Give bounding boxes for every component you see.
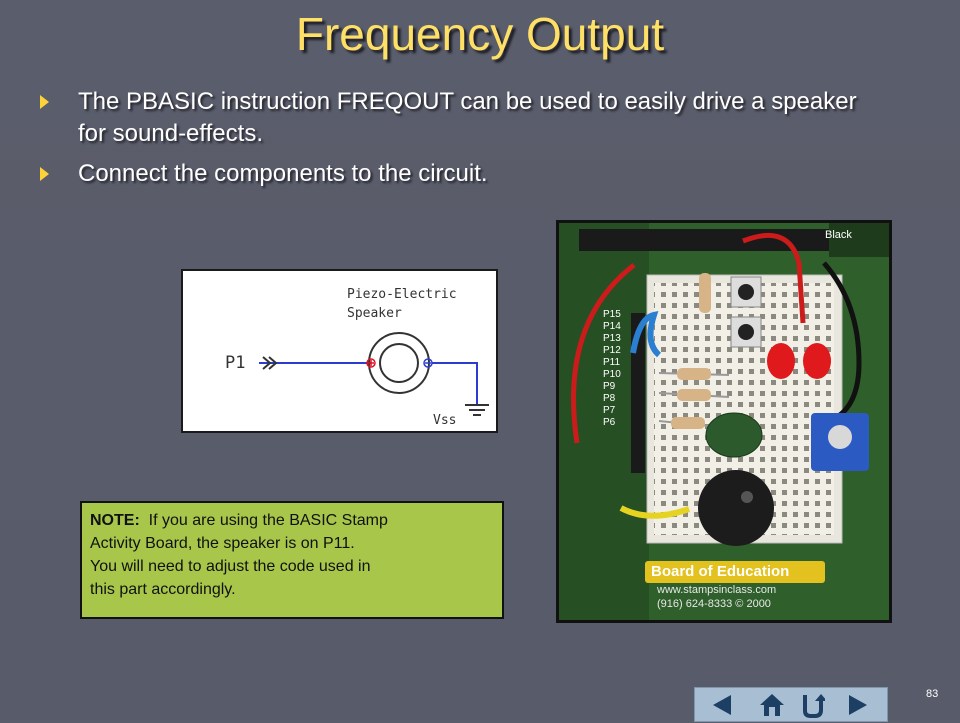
speaker-schematic: Piezo-Electric Speaker P1 Vss [181,269,498,433]
pin-label: P6 [603,417,616,428]
note-text: You will need to adjust the code used in [90,558,371,575]
schematic-drawing [259,332,489,416]
slide-navigation [694,687,888,722]
speaker-label: Speaker [347,306,402,321]
pin-label: P11 [603,357,621,368]
ground-label: Vss [433,413,457,428]
pin-label: P13 [603,333,621,344]
pin-label: P15 [603,309,621,320]
forward-icon[interactable] [845,692,871,718]
speaker-label: Piezo-Electric [347,287,457,302]
pin-label-column: P15 P14 P13 P12 P11 P10 P9 P8 P7 P6 [603,309,621,429]
board-contact: (916) 624-8333 © 2000 [657,598,771,610]
bullet-item: Connect the components to the circuit. [40,158,880,190]
bullet-item: The PBASIC instruction FREQOUT can be us… [40,86,880,150]
bullet-arrow-icon [40,95,49,109]
bullet-text: Connect the components to the circuit. [78,160,488,187]
return-icon[interactable] [799,692,827,718]
board-copyright: © 2000 [735,598,771,610]
slide-title: Frequency Output [295,8,665,60]
note-box: NOTE: If you are using the BASIC Stamp A… [80,501,504,619]
pin-label: P7 [603,405,616,416]
bullet-text: The PBASIC instruction FREQOUT can be us… [78,88,857,147]
board-logo-text: Board of Education [651,563,790,580]
ground-icon [432,362,489,416]
piezo-speaker-icon [366,332,433,394]
pin-label: P14 [603,321,621,332]
note-line: NOTE: If you are using the BASIC Stamp [90,509,494,532]
pin-arrow-icon [259,356,371,370]
note-text: If you are using the BASIC Stamp [148,512,388,529]
note-text: Activity Board, the speaker is on P11. [90,535,355,552]
board-phone: (916) 624-8333 [657,598,733,610]
bullet-list: The PBASIC instruction FREQOUT can be us… [40,86,880,198]
pin-label: P8 [603,393,616,404]
pin-label: P9 [603,381,616,392]
note-text: this part accordingly. [90,581,236,598]
home-icon[interactable] [759,692,785,718]
pin-label: P12 [603,345,621,356]
note-label: NOTE: [90,512,140,529]
bullet-arrow-icon [40,167,49,181]
board-url: www.stampsinclass.com [657,584,777,596]
corner-label: Black [825,229,852,241]
breadboard-illustration [559,223,889,620]
page-number: 83 [926,688,939,700]
circuit-photo: Board of Education www.stampsinclass.com… [556,220,892,623]
pin-label: P10 [603,369,621,380]
back-icon[interactable] [709,692,735,718]
pin-label: P1 [225,353,246,373]
